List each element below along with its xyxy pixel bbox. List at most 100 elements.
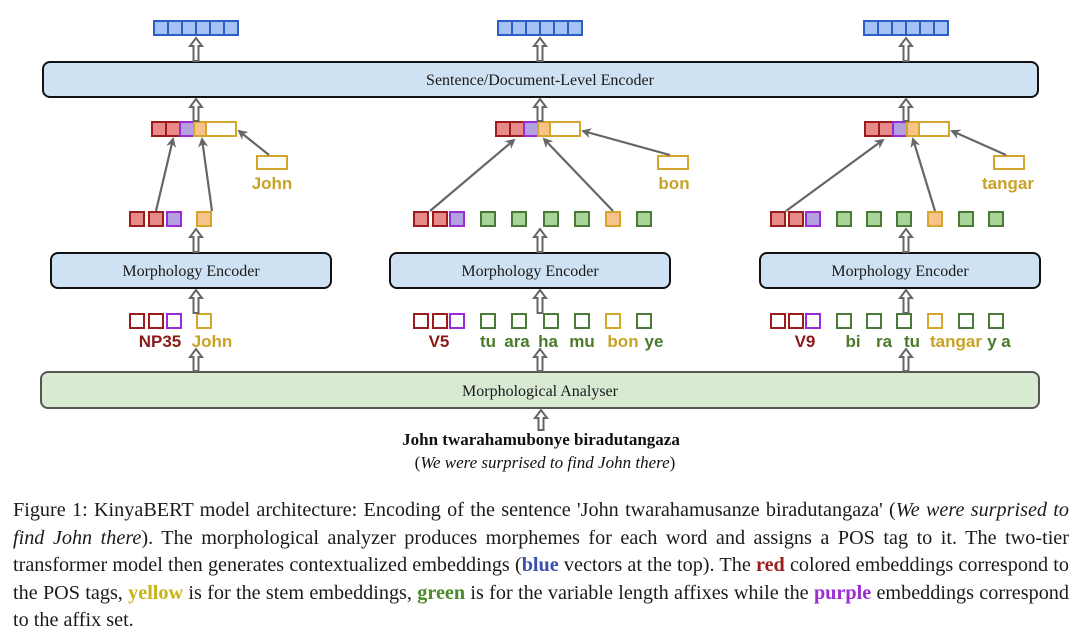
stem-arrow <box>950 129 1007 157</box>
morpheme-input-affix <box>866 313 882 329</box>
morpheme-label-affix: mu <box>569 332 595 351</box>
morpheme-label-affix: bi <box>845 332 860 351</box>
morpheme-embedding-affix <box>836 211 852 227</box>
morpheme-embedding-affix <box>866 211 882 227</box>
morpheme-embedding-pos <box>788 211 804 227</box>
morpheme-input-affix <box>480 313 496 329</box>
output-embedding-cell <box>209 20 225 36</box>
stem-input-box <box>657 155 689 170</box>
output-embedding-cell <box>525 20 541 36</box>
morpheme-input-affix <box>511 313 527 329</box>
morpheme-embedding-pos <box>129 211 145 227</box>
morpheme-embedding-affixset <box>805 211 821 227</box>
caption-text: colored embeddings correspond to the POS… <box>13 554 1069 604</box>
output-embedding-cell <box>567 20 583 36</box>
morpheme-input-affix <box>988 313 1004 329</box>
caption-yellow-word: yellow <box>128 581 184 604</box>
morphology-encoder-label: Morphology Encoder <box>461 263 599 280</box>
morpheme-embedding-affix <box>511 211 527 227</box>
up-arrow-icon <box>532 36 548 62</box>
morpheme-embedding-pos <box>413 211 429 227</box>
caption-text: is for the variable length affixes while… <box>465 581 814 604</box>
morphology-encoder-3: Morphology Encoder <box>759 252 1041 289</box>
output-embedding-cell <box>905 20 921 36</box>
up-arrow-icon <box>188 347 204 372</box>
stem-arrow <box>581 128 671 157</box>
concat-embedding-cell <box>165 121 181 137</box>
caption-translation: We were surprised to find John there <box>13 499 1069 549</box>
morpheme-label-affix: a <box>1001 332 1011 351</box>
concat-embedding-cell <box>864 121 880 137</box>
morpheme-label-pos: V5 <box>429 332 450 351</box>
up-arrow-icon <box>898 36 914 62</box>
concat-embedding-cell <box>495 121 511 137</box>
output-embedding-cell <box>167 20 183 36</box>
morpheme-embedding-affix <box>480 211 496 227</box>
caption-purple-word: purple <box>813 581 872 604</box>
word-stem-vector <box>549 121 581 137</box>
morpheme-input-affixset <box>805 313 821 329</box>
morpheme-input-stem <box>927 313 943 329</box>
output-embedding-cell <box>195 20 211 36</box>
output-embedding-cell <box>511 20 527 36</box>
morpheme-input-pos <box>770 313 786 329</box>
morpheme-label-affix: ye <box>645 332 664 351</box>
morpheme-label-stem: John <box>192 332 233 351</box>
stem-word-label: bon <box>658 174 689 193</box>
morpheme-embedding-affix <box>958 211 974 227</box>
up-arrow-icon <box>898 288 914 314</box>
morpheme-embedding-affixset <box>166 211 182 227</box>
up-arrow-icon <box>898 347 914 372</box>
output-embedding-cell <box>863 20 879 36</box>
output-embedding-cell <box>919 20 935 36</box>
morpheme-input-pos <box>129 313 145 329</box>
morphology-encoder-label: Morphology Encoder <box>831 263 969 280</box>
morpheme-embedding-pos <box>770 211 786 227</box>
caption-text: embeddings correspond to the affix set. <box>13 581 1069 632</box>
morpheme-input-affix <box>836 313 852 329</box>
concat-embedding-cell <box>878 121 894 137</box>
morpheme-label-affix: tu <box>904 332 920 351</box>
morpheme-label-pos: V9 <box>795 332 816 351</box>
morpheme-input-pos <box>413 313 429 329</box>
morphology-encoder-1: Morphology Encoder <box>50 252 332 289</box>
caption-text: is for the stem embeddings, <box>183 581 418 604</box>
output-embedding-cell <box>497 20 513 36</box>
up-arrow-icon <box>532 288 548 314</box>
morpheme-embedding-stem <box>927 211 943 227</box>
caption-red-word: red <box>755 554 785 576</box>
morpheme-label-affix: ra <box>876 332 893 351</box>
caption-blue-word: blue <box>521 554 559 576</box>
morpheme-embedding-affixset <box>449 211 465 227</box>
morpheme-embedding-affix <box>543 211 559 227</box>
morpheme-input-pos <box>148 313 164 329</box>
output-embedding-cell <box>553 20 569 36</box>
morpheme-input-affix <box>958 313 974 329</box>
stem-gather-arrow <box>542 137 614 212</box>
output-embedding-cell <box>891 20 907 36</box>
up-arrow-icon <box>188 227 204 253</box>
up-arrow-icon <box>532 347 548 372</box>
concat-embedding-cell <box>151 121 167 137</box>
architecture-diagram: Sentence/Document-Level Encoder Morpholo… <box>40 20 1041 472</box>
up-arrow-icon <box>188 97 204 122</box>
morpheme-embedding-affix <box>574 211 590 227</box>
concat-embedding-cell <box>906 121 920 137</box>
stem-word-label: tangar <box>982 174 1034 193</box>
stem-input-box <box>256 155 288 170</box>
concat-embedding-cell <box>179 121 195 137</box>
output-embedding-cell <box>153 20 169 36</box>
sentence-encoder-label: Sentence/Document-Level Encoder <box>426 72 655 89</box>
morpheme-input-pos <box>788 313 804 329</box>
up-arrow-icon <box>188 36 204 62</box>
morpheme-embedding-affix <box>896 211 912 227</box>
morpheme-label-affix: ara <box>504 332 530 351</box>
output-embedding-cell <box>933 20 949 36</box>
word-stem-vector <box>205 121 237 137</box>
morphology-encoder-2: Morphology Encoder <box>389 252 671 289</box>
caption-text: ). The morphological analyzer produces m… <box>13 526 1069 577</box>
morpheme-embedding-stem <box>605 211 621 227</box>
morpheme-embedding-pos <box>148 211 164 227</box>
up-arrow-icon <box>188 288 204 314</box>
